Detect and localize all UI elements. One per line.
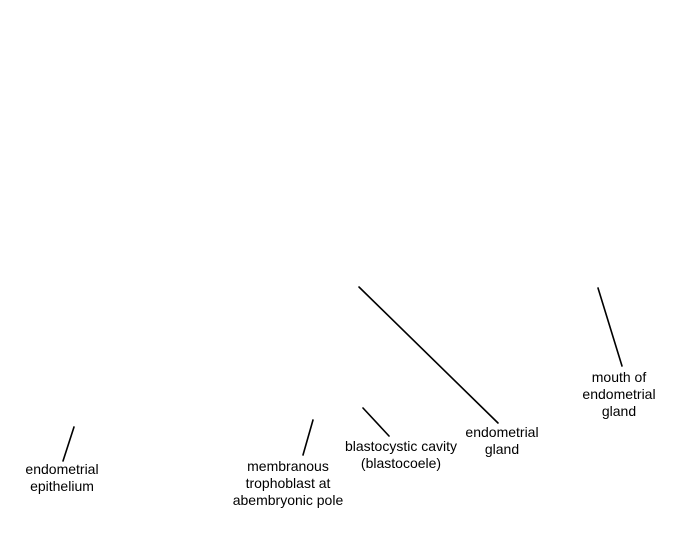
label-line: trophoblast at: [245, 475, 331, 491]
label-blastocystic-cavity: blastocystic cavity (blastocoele): [336, 438, 466, 472]
label-line: (blastocoele): [360, 455, 442, 471]
leader-line-blastocystic-cavity: [362, 407, 390, 437]
label-line: epithelium: [30, 478, 94, 494]
leader-line-endometrial-gland: [358, 286, 499, 424]
label-endometrial-gland: endometrial gland: [452, 424, 552, 458]
label-line: endometrial: [25, 461, 99, 477]
leader-line-endometrial-epithelium: [62, 426, 75, 462]
leader-line-mouth-of-gland: [597, 287, 623, 367]
label-line: endometrial: [465, 424, 539, 440]
label-mouth-of-endometrial-gland: mouth of endometrial gland: [569, 369, 669, 420]
label-line: endometrial: [582, 386, 656, 402]
label-line: abembryonic pole: [232, 492, 344, 508]
label-line: blastocystic cavity: [344, 438, 458, 454]
leader-line-membranous-trophoblast: [302, 419, 314, 456]
label-membranous-trophoblast: membranous trophoblast at abembryonic po…: [218, 458, 358, 509]
label-line: membranous: [247, 458, 329, 474]
label-endometrial-epithelium: endometrial epithelium: [12, 461, 112, 495]
label-line: gland: [601, 403, 637, 419]
label-line: gland: [484, 441, 520, 457]
label-line: mouth of: [591, 369, 647, 385]
